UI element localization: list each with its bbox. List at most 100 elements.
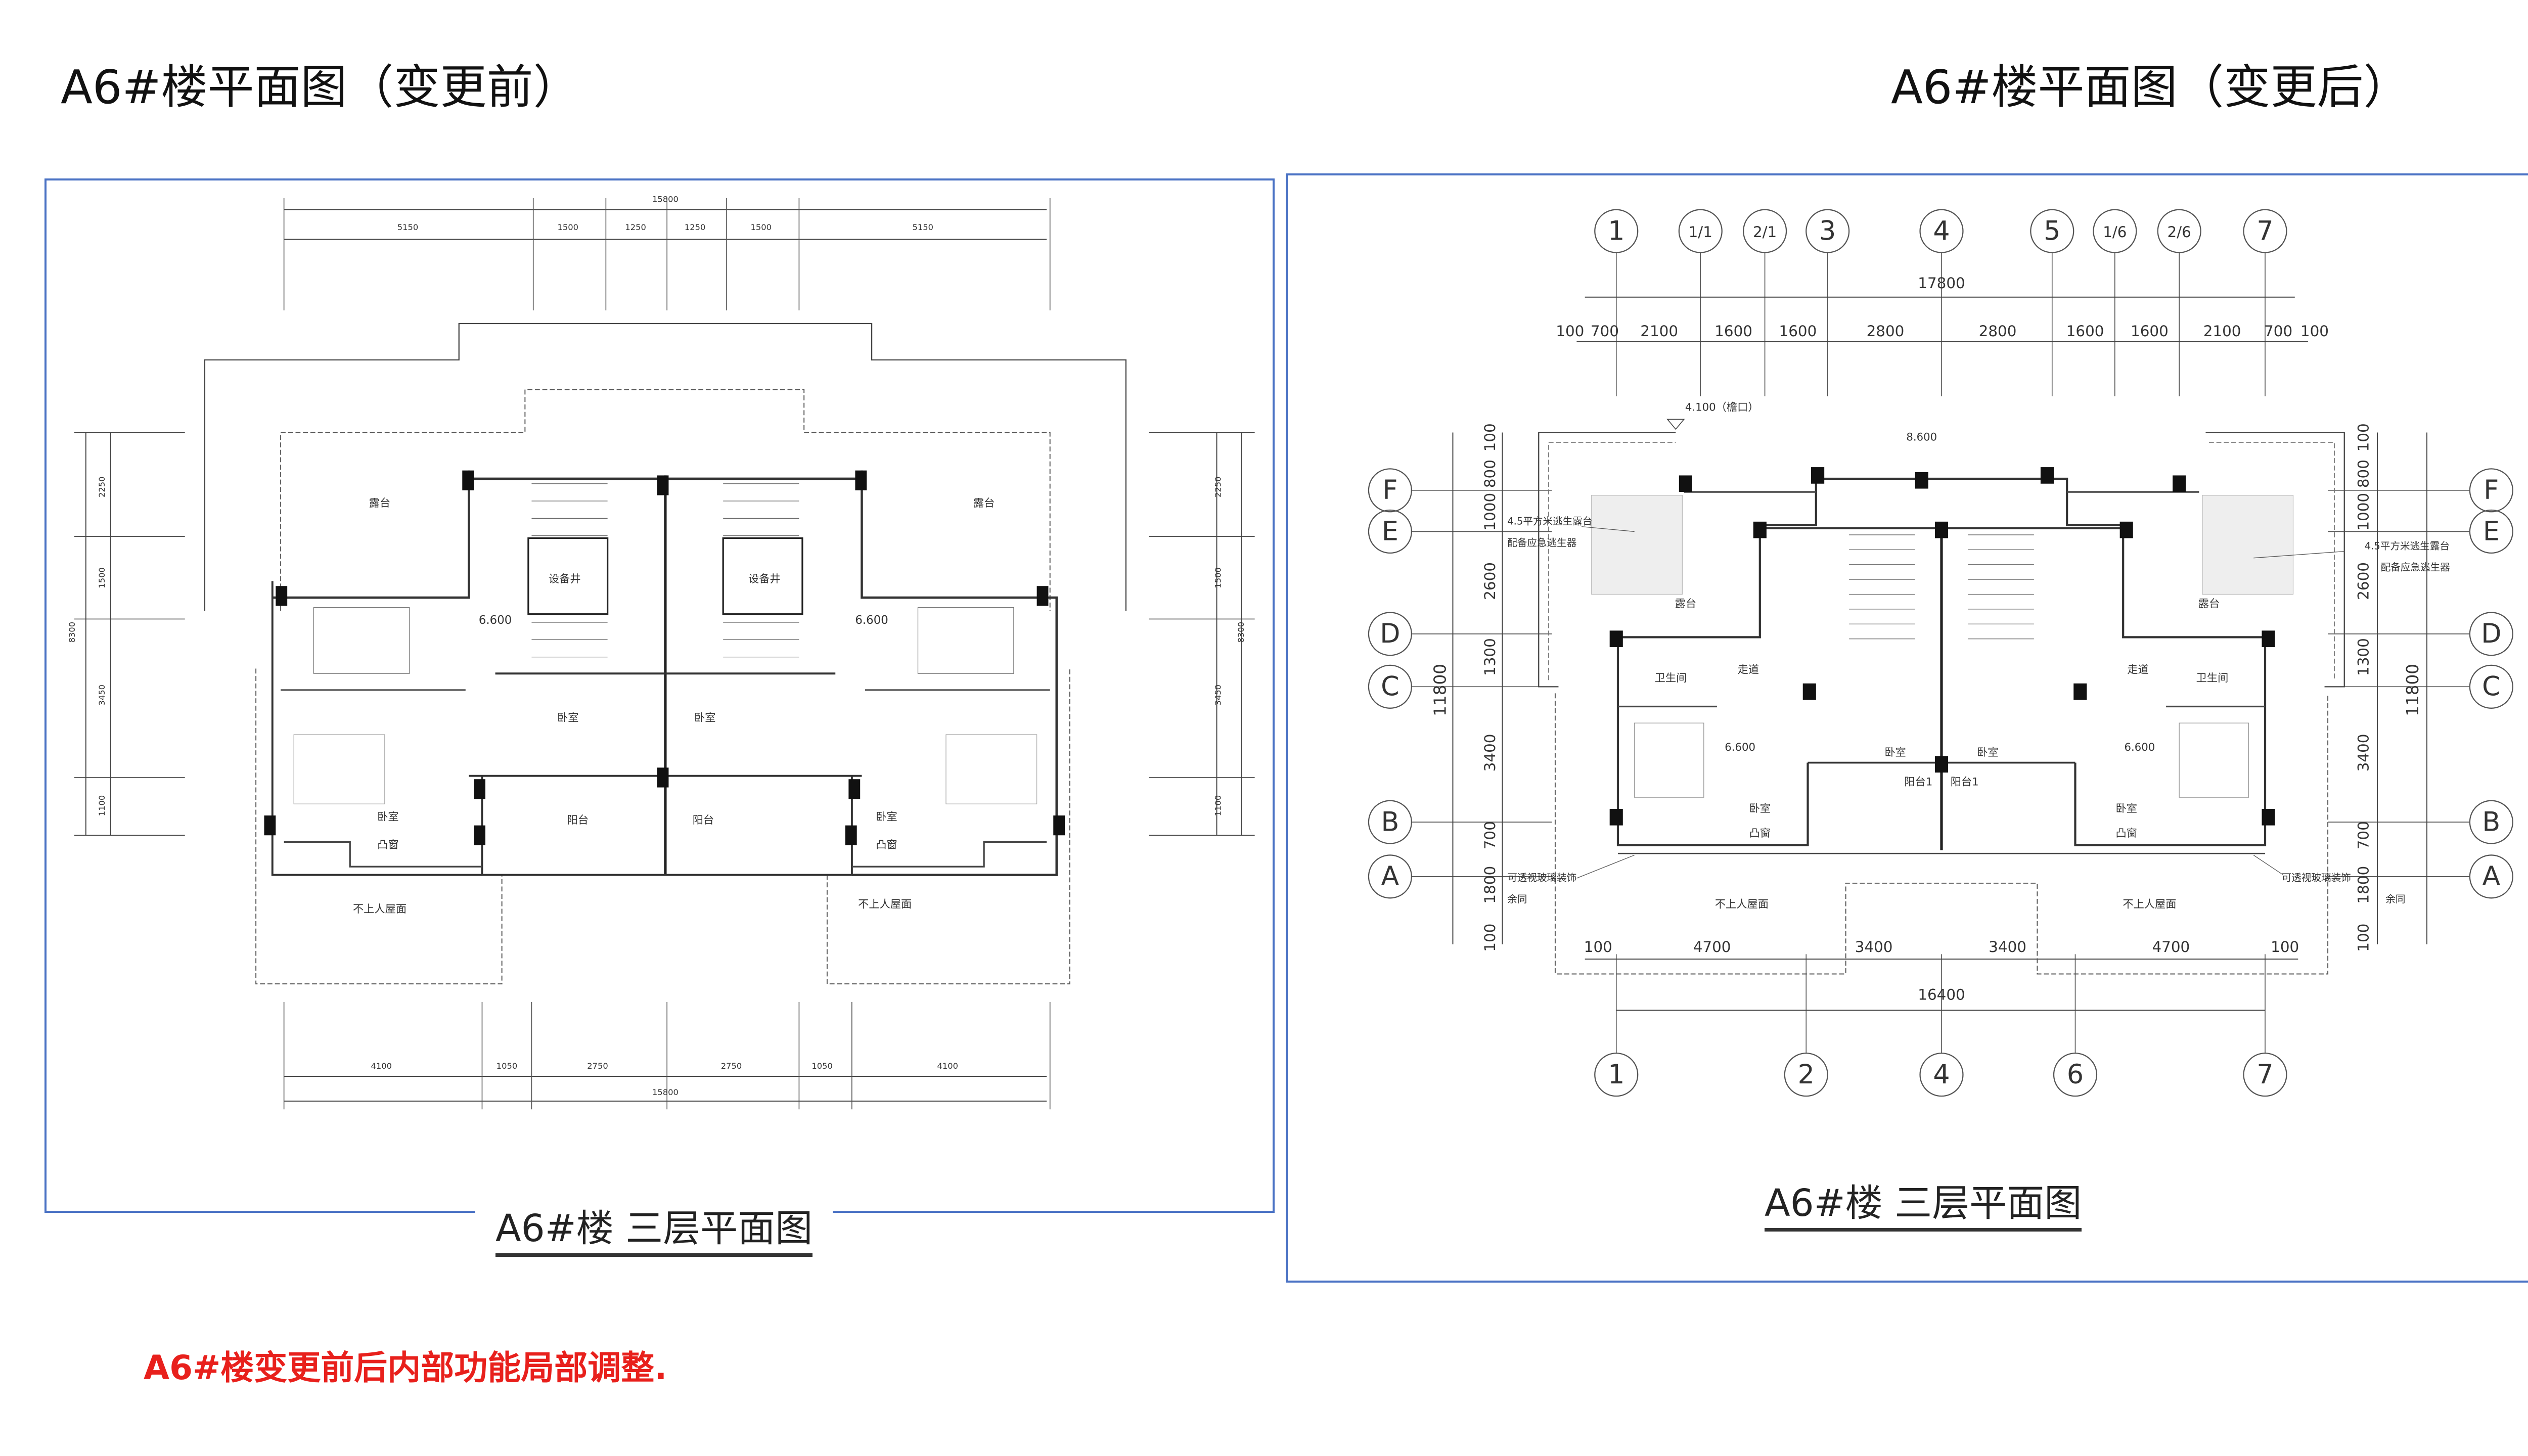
- title-after: A6#楼平面图（变更后）: [1891, 60, 2410, 114]
- room-label: 卧室: [1749, 802, 1771, 815]
- room-label: 6.600: [1725, 741, 1755, 754]
- dim-label: 1300: [1481, 638, 1499, 676]
- dim-label: 4100: [371, 1061, 392, 1071]
- exterior-wall: [1616, 637, 1809, 846]
- before-caption-text: A6#楼 三层平面图: [495, 1207, 813, 1257]
- wall-column: [657, 767, 669, 788]
- annotation-label: 余同: [1507, 893, 1527, 905]
- wall-column: [657, 475, 669, 495]
- dim-label: 1600: [2131, 323, 2169, 340]
- wall-column: [2119, 521, 2133, 538]
- dim-label: 11800: [1431, 664, 1450, 716]
- leader-line: [1576, 854, 1635, 879]
- dim-label: 2250: [1213, 477, 1223, 498]
- dim-label: 1100: [1213, 795, 1223, 816]
- axis-label: C: [2482, 672, 2500, 702]
- dim-label: 700: [2264, 323, 2292, 340]
- roof-edge: [280, 389, 1051, 611]
- dim-label: 5150: [397, 222, 419, 232]
- exterior-wall: [2074, 637, 2267, 846]
- wall-column: [1915, 472, 1928, 489]
- dim-label: 1500: [751, 222, 772, 232]
- title-before: A6#楼平面图（变更前）: [61, 60, 580, 114]
- room-label: 不上人屋面: [858, 898, 912, 911]
- room-label: 不上人屋面: [1715, 898, 1769, 911]
- dim-label: 1600: [2066, 323, 2104, 340]
- wall-column: [2173, 475, 2186, 492]
- axis-label: D: [1380, 619, 1400, 649]
- bed: [1634, 722, 1704, 798]
- dim-label: 1000: [2355, 493, 2372, 531]
- dim-label: 8300: [67, 622, 77, 643]
- dim-label: 3450: [1213, 685, 1223, 706]
- dim-label: 700: [2355, 821, 2372, 849]
- dim-label: 1250: [625, 222, 646, 232]
- wall-column: [474, 779, 485, 799]
- dim-label: 16400: [1918, 986, 1965, 1003]
- room-label: 不上人屋面: [2123, 898, 2176, 911]
- dim-label: 100: [2300, 323, 2329, 340]
- dim-label: 8300: [1236, 622, 1246, 643]
- dim-label: 1600: [1714, 323, 1752, 340]
- dim-label: 3450: [97, 685, 107, 706]
- room-label: 凸窗: [876, 839, 897, 851]
- room-label: 卧室: [2115, 802, 2137, 815]
- room-label: 设备井: [748, 573, 781, 585]
- dim-label: 15800: [652, 195, 679, 204]
- annotation-label: 配备应急逃生器: [1507, 537, 1576, 549]
- axis-label: 1/1: [1689, 223, 1712, 241]
- axis-label: 2: [1798, 1060, 1815, 1090]
- dim-label: 11800: [2403, 664, 2422, 716]
- annotation-label: 余同: [2385, 893, 2405, 905]
- shaft: [722, 537, 803, 615]
- dim-label: 800: [1481, 460, 1499, 488]
- axis-label: E: [2483, 517, 2500, 547]
- after-plan-frame: [1286, 173, 2528, 1283]
- dim-label: 1250: [685, 222, 706, 232]
- axis-label: 2/1: [1753, 223, 1777, 241]
- wall-column: [1609, 630, 1623, 647]
- dim-label: 2800: [1979, 323, 2017, 340]
- room-label: 凸窗: [377, 839, 398, 851]
- balcony-wall: [481, 776, 853, 876]
- exterior-wall: [271, 581, 482, 876]
- axis-label: F: [1382, 475, 1397, 506]
- dim-label: 2600: [2355, 562, 2372, 600]
- roof-edge: [1554, 693, 2329, 975]
- room-label: 走道: [1738, 664, 1759, 676]
- dim-label: 4700: [2152, 938, 2190, 956]
- bay-window: [284, 841, 482, 868]
- dim-label: 4100: [937, 1061, 959, 1071]
- room-label: 6.600: [479, 614, 512, 627]
- wall-column: [2040, 467, 2054, 484]
- annotation-label: 可透视玻璃装饰: [2282, 872, 2351, 884]
- bed: [2179, 722, 2249, 798]
- room-label: 阳台1: [1951, 776, 1979, 789]
- roof-edge: [255, 668, 1070, 985]
- dim-label: 1600: [1779, 323, 1817, 340]
- room-label: 卧室: [876, 810, 897, 823]
- terrace-edge: [2208, 442, 2335, 680]
- shaft: [527, 537, 609, 615]
- dim-label: 700: [1591, 323, 1619, 340]
- room-label: 卧室: [694, 711, 715, 724]
- after-plan-caption: A6#楼 三层平面图: [1744, 1173, 2102, 1232]
- annotation-label: 配备应急逃生器: [2381, 562, 2450, 573]
- leader-line: [1582, 526, 1635, 532]
- room-label: 露台: [2198, 598, 2220, 610]
- room-label: 设备井: [549, 573, 581, 585]
- wall-column: [848, 779, 861, 799]
- axis-label: 1: [1608, 1060, 1624, 1090]
- dim-label: 100: [1481, 423, 1499, 451]
- annotation-label: 4.5平方米逃生露台: [2365, 540, 2450, 552]
- terrace-outline: [1538, 432, 1676, 688]
- wall-column: [1053, 815, 1065, 836]
- dim-label: 2800: [1867, 323, 1905, 340]
- room-label: 凸窗: [1749, 827, 1771, 840]
- dim-label: 1300: [2355, 638, 2372, 676]
- axis-label: B: [2482, 807, 2500, 837]
- dim-label: 1500: [97, 567, 107, 588]
- dim-label: 1800: [1481, 866, 1499, 904]
- bed: [293, 734, 385, 804]
